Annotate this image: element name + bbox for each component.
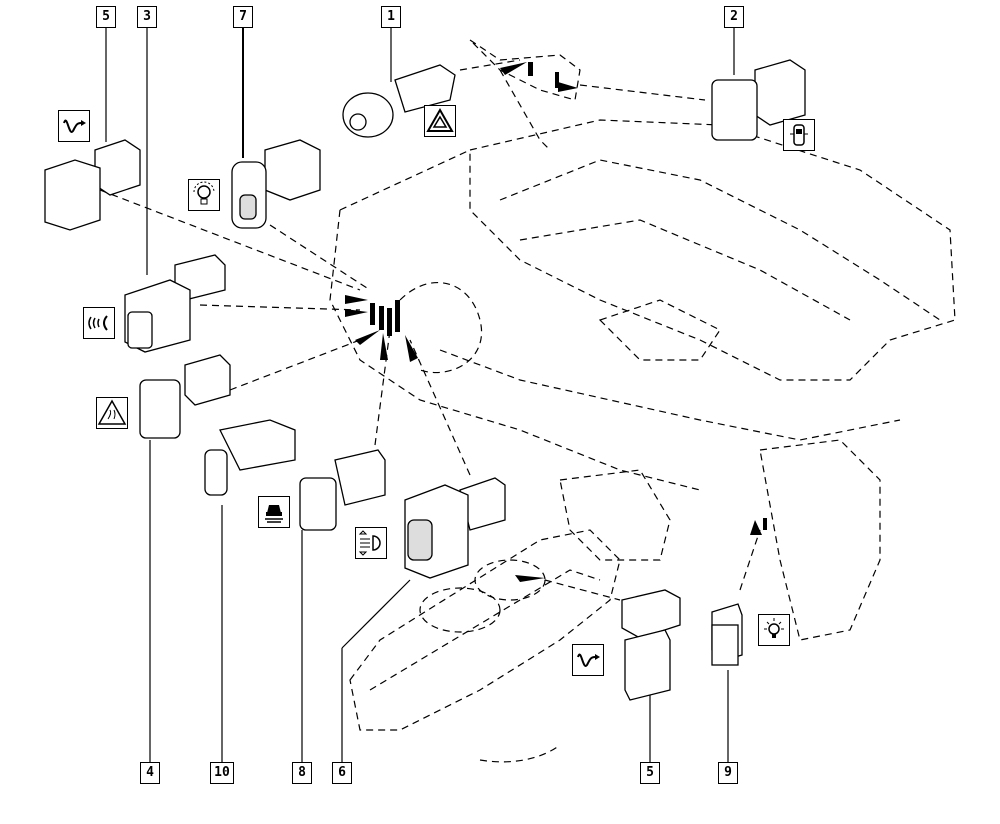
callout-9: 9 — [718, 762, 738, 784]
stability-control-warning-icon — [96, 397, 128, 429]
callout-3: 3 — [137, 6, 157, 28]
speed-limiter-wave-icon — [58, 110, 90, 142]
switch-10-blank — [204, 419, 296, 496]
dimmer-bulb-icon — [188, 179, 220, 211]
switch-5-cruise — [44, 139, 141, 231]
switch-2-locking — [711, 59, 806, 141]
dashboard-body — [99, 39, 956, 763]
callout-10: 10 — [210, 762, 234, 784]
switch-7-rheostat — [231, 139, 321, 229]
switch-parts — [44, 59, 806, 701]
switch-5b-cruise — [621, 589, 681, 701]
switch-1-hazard — [342, 64, 456, 138]
callout-6: 6 — [332, 762, 352, 784]
callout-8: 8 — [292, 762, 312, 784]
callout-4: 4 — [140, 762, 160, 784]
interior-light-bulb-icon — [758, 614, 790, 646]
switch-6-headlight — [404, 477, 506, 579]
callout-5-bottom: 5 — [640, 762, 660, 784]
callout-1: 1 — [381, 6, 401, 28]
door-lock-car-icon — [783, 119, 815, 151]
hazard-warning-triangle-icon — [424, 105, 456, 137]
switch-8-fog — [299, 449, 386, 531]
parking-sensor-icon — [83, 307, 115, 339]
switch-9-interior — [711, 603, 743, 666]
switch-3-parking — [124, 254, 226, 353]
headlight-level-icon — [355, 527, 387, 559]
car-front-fog-icon — [258, 496, 290, 528]
callout-7: 7 — [233, 6, 253, 28]
callout-2: 2 — [724, 6, 744, 28]
callout-5-top: 5 — [96, 6, 116, 28]
speed-limiter-wave-icon-bottom — [572, 644, 604, 676]
callout-leaders — [105, 26, 735, 762]
switch-4-esp — [139, 354, 231, 439]
location-arrows — [345, 62, 767, 582]
